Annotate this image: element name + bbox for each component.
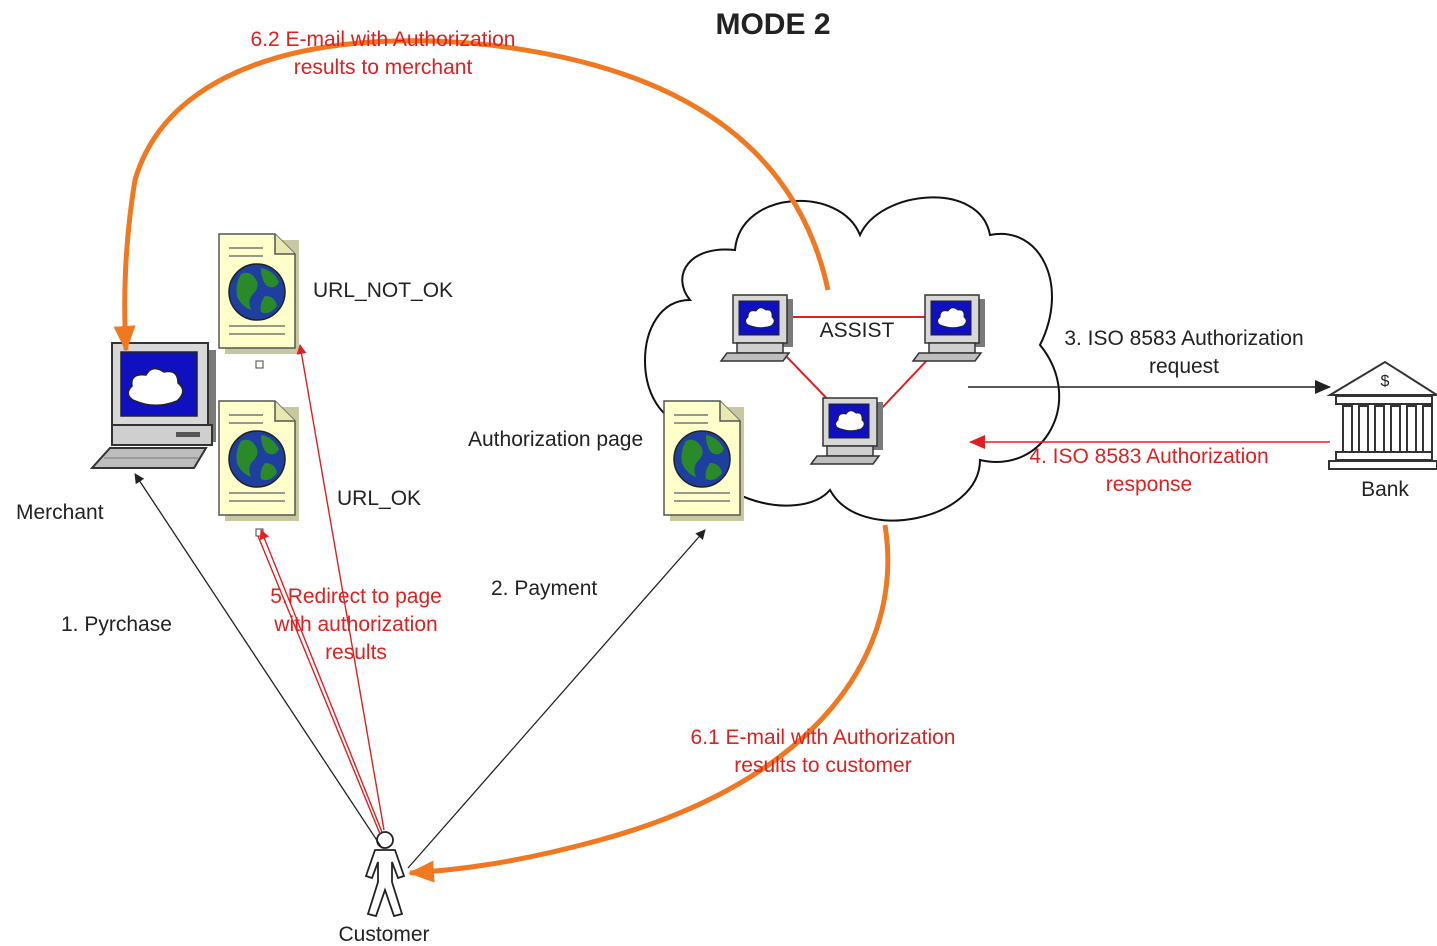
url-ok-page-icon [218,400,300,522]
bank-label: Bank [1361,478,1409,501]
step-5-label-line2: with authorization [273,613,437,636]
arrows-5-redirect [257,344,385,835]
step-3-label-line2: request [1149,355,1219,378]
step-6-1-label-line1: 6.1 E-mail with Authorization [691,726,956,749]
url-not-ok-page-icon [218,233,300,355]
step-1-label: 1. Pyrchase [61,613,172,636]
url-ok-label: URL_OK [337,487,421,510]
step-5-label-line1: 5.Redirect to page [270,585,442,608]
step-6-1-label-line2: results to customer [734,754,911,777]
arrow-2-payment [407,529,706,869]
url-not-ok-handle [255,360,264,369]
step-6-2-label-line2: results to merchant [294,56,473,79]
assist-label: ASSIST [820,319,895,342]
url-not-ok-label: URL_NOT_OK [313,279,453,302]
step-4-label-line2: response [1106,473,1192,496]
step-6-2-label-line1: 6.2 E-mail with Authorization [251,28,516,51]
merchant-label: Merchant [16,501,104,524]
step-4-label-line1: 4. ISO 8583 Authorization [1029,445,1268,468]
customer-figure-icon [364,831,406,918]
arrow-6-2-email-merchant [113,38,831,352]
step-2-label: 2. Payment [491,577,597,600]
arrow-1-purchase [134,473,383,849]
authorization-page-icon [663,400,745,522]
arrow-6-1-email-customer [408,524,891,883]
bank-icon [1326,360,1437,470]
authorization-page-label: Authorization page [468,428,643,451]
merchant-computer-icon [89,342,216,469]
step-5-label-line3: results [325,641,387,664]
customer-label: Customer [338,923,429,946]
diagram-title: MODE 2 [715,8,830,41]
step-3-label-line1: 3. ISO 8583 Authorization [1064,327,1303,350]
bank-dollar-symbol: $ [1381,373,1390,390]
